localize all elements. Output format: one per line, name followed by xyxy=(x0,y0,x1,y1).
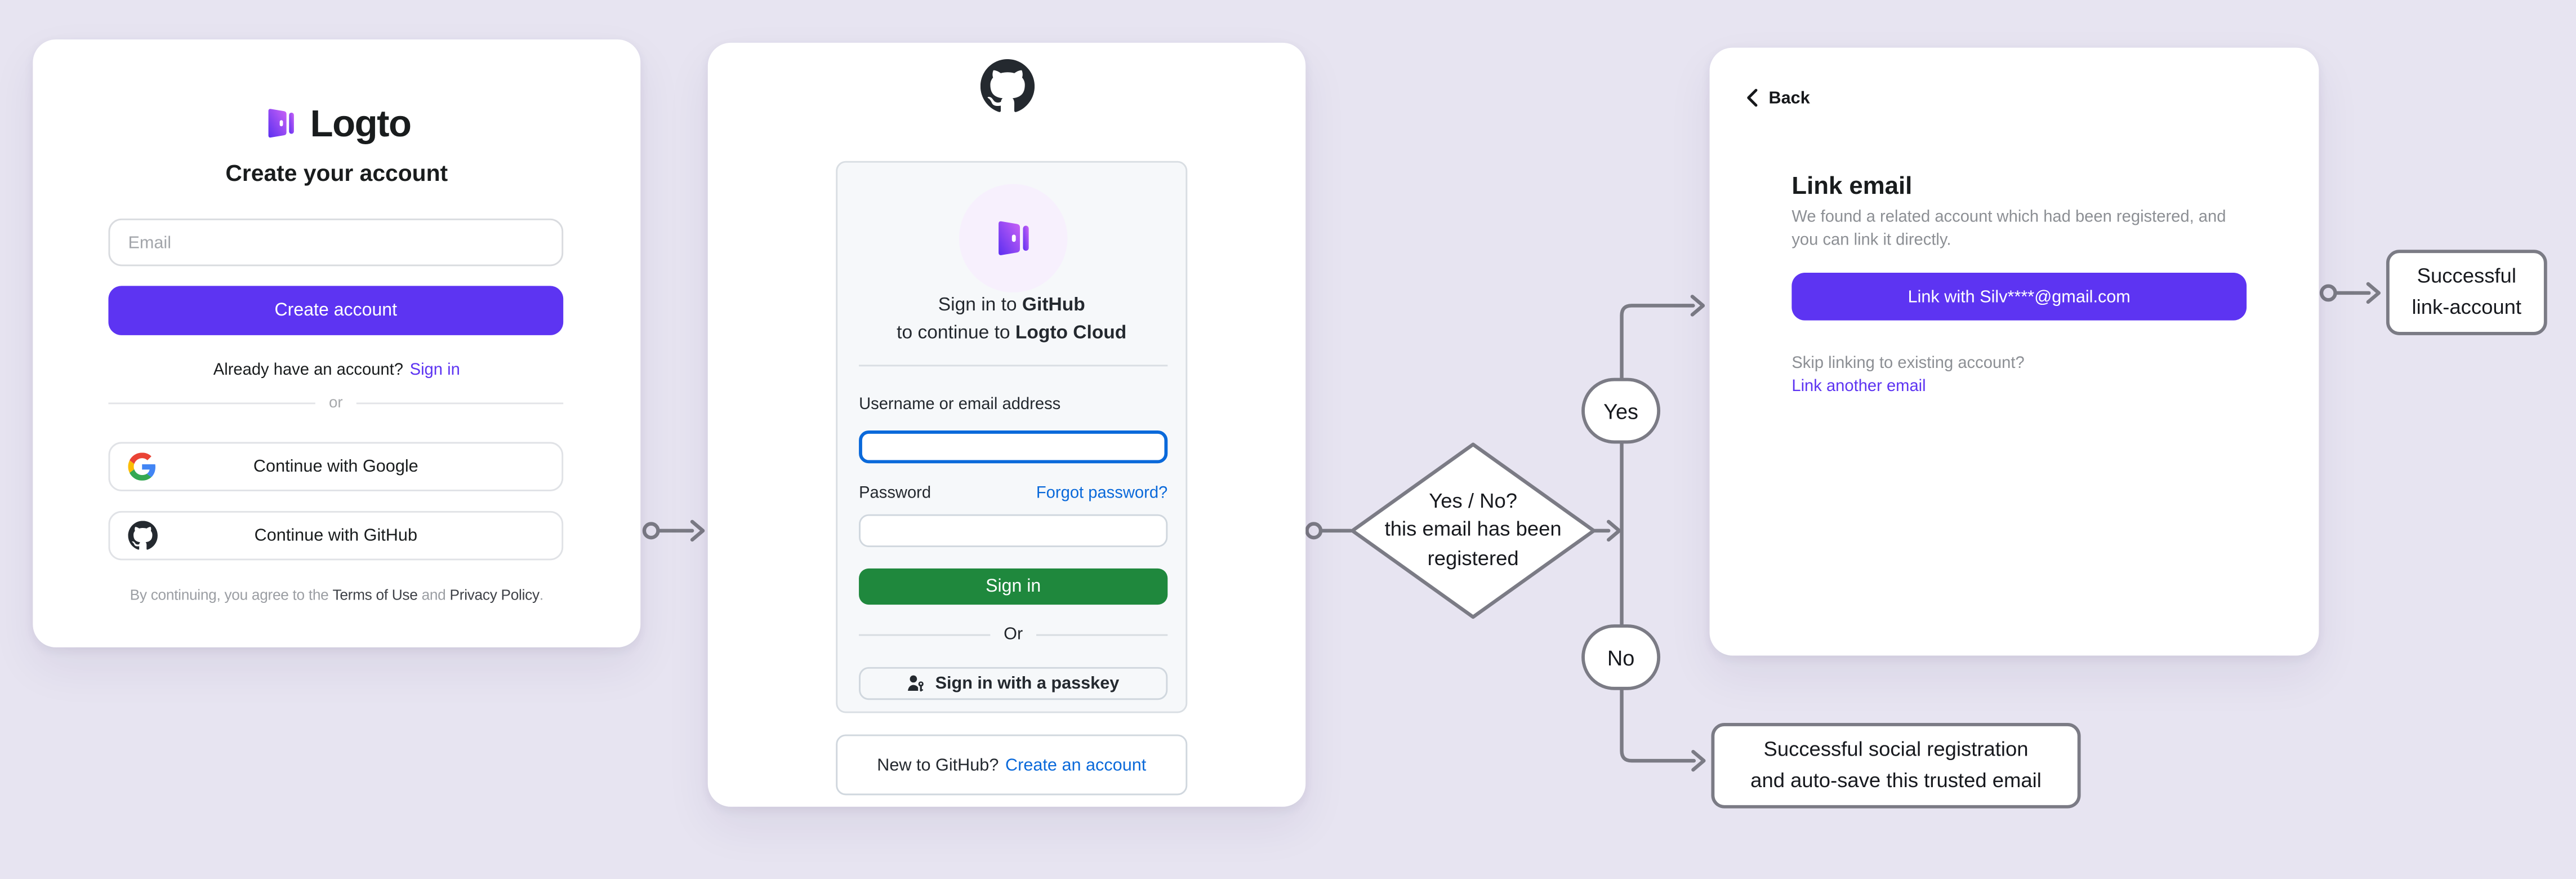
flow-arrow xyxy=(1607,520,1621,542)
github-footer-box: New to GitHub? Create an account xyxy=(836,734,1188,796)
logto-door-icon xyxy=(268,109,294,138)
password-label: Password xyxy=(859,485,932,503)
have-account-row: Already have an account? Sign in xyxy=(33,362,640,380)
github-icon xyxy=(128,521,158,550)
chevron-left-icon xyxy=(1747,88,1758,107)
github-signin-card: Sign in to GitHub to continue to Logto C… xyxy=(707,42,1306,807)
email-field[interactable] xyxy=(108,218,564,267)
continue-with-github-button[interactable]: Continue with GitHub xyxy=(108,510,564,561)
create-an-account-link[interactable]: Create an account xyxy=(1005,754,1147,775)
flow-node-yes: Yes xyxy=(1581,378,1661,444)
logto-wordmark: Logto xyxy=(310,101,412,144)
github-or-divider: Or xyxy=(859,623,1168,646)
back-button[interactable]: Back xyxy=(1746,86,1810,110)
link-email-title: Link email xyxy=(1791,172,1913,201)
create-account-button[interactable]: Create account xyxy=(108,286,564,335)
flow-arrow xyxy=(690,520,705,542)
sign-in-link[interactable]: Sign in xyxy=(409,361,460,380)
terms-prefix: By continuing, you agree to the xyxy=(130,587,333,603)
continue-google-label: Continue with Google xyxy=(253,456,418,477)
flow-start-circle xyxy=(2319,284,2337,302)
app-avatar xyxy=(959,184,1068,293)
github-sign-in-button[interactable]: Sign in xyxy=(859,568,1168,605)
signin-heading-line2: to continue to Logto Cloud xyxy=(897,322,1127,343)
new-to-github-text: New to GitHub? xyxy=(877,754,999,775)
terms-and: and xyxy=(417,587,450,603)
link-email-card: Back Link email We found a related accou… xyxy=(1709,47,2319,656)
terms-notice: By continuing, you agree to the Terms of… xyxy=(33,587,640,603)
privacy-policy-link[interactable]: Privacy Policy xyxy=(449,587,540,603)
password-input[interactable] xyxy=(859,514,1168,548)
passkey-sign-in-button[interactable]: Sign in with a passkey xyxy=(859,667,1168,700)
username-input[interactable] xyxy=(859,430,1168,464)
have-account-text: Already have an account? xyxy=(213,361,403,380)
flow-arrow xyxy=(2366,282,2381,304)
back-label: Back xyxy=(1768,88,1810,108)
flow-start-circle xyxy=(1305,522,1323,540)
passkey-label: Sign in with a passkey xyxy=(935,673,1120,694)
logto-signup-card: Logto Create your account Create account… xyxy=(33,39,641,647)
terms-suffix: . xyxy=(539,587,543,603)
github-logo-icon xyxy=(708,59,1305,113)
divider-line xyxy=(108,402,316,405)
divider-line xyxy=(355,402,564,405)
flow-start-circle xyxy=(642,522,660,540)
terms-of-use-link[interactable]: Terms of Use xyxy=(332,587,418,603)
panel-divider xyxy=(859,365,1168,367)
or-divider-label: Or xyxy=(1004,624,1023,645)
divider-line xyxy=(1036,633,1168,636)
continue-github-label: Continue with GitHub xyxy=(254,526,417,546)
continue-with-google-button[interactable]: Continue with Google xyxy=(108,442,564,491)
or-divider: or xyxy=(108,393,564,414)
or-divider-label: or xyxy=(329,394,343,412)
github-signin-panel: Sign in to GitHub to continue to Logto C… xyxy=(836,161,1188,713)
link-with-email-button[interactable]: Link with Silv****@gmail.com xyxy=(1791,273,2247,321)
flow-arrow xyxy=(1691,749,1706,772)
username-label: Username or email address xyxy=(859,396,1061,414)
skip-linking-text: Skip linking to existing account? xyxy=(1791,354,2025,373)
flow-arrow xyxy=(1690,295,1705,317)
logto-logo: Logto xyxy=(33,101,640,144)
decision-diamond-label: Yes / No? this email has been registered xyxy=(1384,489,1562,570)
signin-heading-line1: Sign in to GitHub xyxy=(938,295,1085,316)
link-another-email-link[interactable]: Link another email xyxy=(1791,378,1926,396)
flow-node-no: No xyxy=(1581,624,1661,690)
page-title: Create your account xyxy=(225,159,448,186)
divider-line xyxy=(859,633,991,636)
password-row: Password Forgot password? xyxy=(859,483,1167,504)
google-icon xyxy=(128,452,156,481)
forgot-password-link[interactable]: Forgot password? xyxy=(1036,485,1168,503)
passkey-icon xyxy=(908,675,925,692)
link-email-description: We found a related account which had bee… xyxy=(1791,208,2226,250)
logto-door-icon xyxy=(999,221,1029,255)
